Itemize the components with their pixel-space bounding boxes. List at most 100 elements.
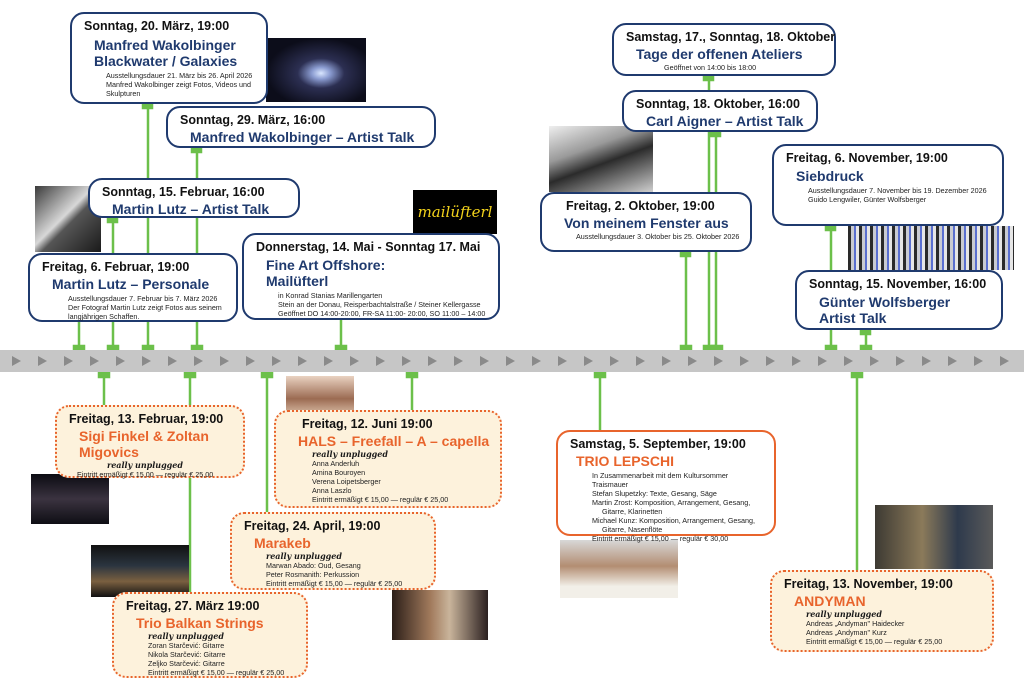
event-detail: Eintritt ermäßigt € 15,00 — regulär € 25… [266, 579, 403, 588]
timeline-arrow-icon [194, 356, 203, 366]
timeline-arrow-icon [896, 356, 905, 366]
event-date: Sonntag, 29. März, 16:00 [180, 113, 326, 127]
event-andyman[interactable]: Freitag, 13. November, 19:00 ANDYMAN rea… [770, 570, 994, 652]
event-date: Freitag, 6. Februar, 19:00 [42, 260, 190, 274]
event-detail: Geöffnet von 14:00 bis 18:00 [664, 63, 757, 72]
event-detail: in Konrad Stanias Marillengarten [278, 291, 383, 300]
event-fenster[interactable]: Freitag, 2. Oktober, 19:00 Von meinem Fe… [540, 192, 752, 252]
musicians-photo [31, 474, 109, 524]
event-wakolbinger-galaxies[interactable]: Sonntag, 20. März, 19:00 Manfred Wakolbi… [70, 12, 268, 104]
timeline-arrow-icon [532, 356, 541, 366]
event-detail: Gitarre, Klarinetten [592, 507, 663, 516]
event-siebdruck[interactable]: Freitag, 6. November, 19:00 Siebdruck Au… [772, 144, 1004, 226]
timeline-arrow-icon [480, 356, 489, 366]
event-detail: In Zusammenarbeit mit dem Kultursommer T… [592, 471, 729, 489]
event-detail: Gitarre, Nasenflöte [592, 525, 663, 534]
event-date: Sonntag, 15. November, 16:00 [809, 277, 987, 291]
event-marakeb[interactable]: Freitag, 24. April, 19:00 Marakeb really… [230, 512, 436, 590]
event-date: Samstag, 5. September, 19:00 [570, 437, 746, 451]
event-date: Freitag, 27. März 19:00 [126, 599, 260, 613]
series-label: really unplugged [148, 631, 224, 641]
timeline-arrow-icon [38, 356, 47, 366]
timeline-arrow-icon [90, 356, 99, 366]
timeline-arrow-icon [584, 356, 593, 366]
timeline-arrow-icon [142, 356, 151, 366]
timeline-bar [0, 350, 1024, 372]
timeline-arrow-icon [792, 356, 801, 366]
timeline-arrow-icon [64, 356, 73, 366]
event-hals[interactable]: Freitag, 12. Juni 19:00 HALS – Freefall … [274, 410, 502, 508]
event-detail: Verena Loipetsberger [312, 477, 381, 486]
timeline-arrow-icon [974, 356, 983, 366]
event-aigner-talk[interactable]: Sonntag, 18. Oktober, 16:00 Carl Aigner … [622, 90, 818, 132]
timeline-arrow-icon [402, 356, 411, 366]
event-detail: Geöffnet DO 14:00-20:00, FR-SA 11:00- 20… [278, 309, 486, 318]
event-lutz-talk[interactable]: Sonntag, 15. Februar, 16:00 Martin Lutz … [88, 178, 300, 218]
event-title: Marakeb [254, 535, 311, 551]
timeline-arrow-icon [12, 356, 21, 366]
event-detail: Amina Bouroyen [312, 468, 366, 477]
andyman-photo [875, 505, 993, 569]
timeline-arrow-icon [428, 356, 437, 366]
timeline-arrow-icon [454, 356, 463, 366]
timeline-arrow-icon [740, 356, 749, 366]
series-label: really unplugged [107, 460, 183, 470]
event-wolfsberger-talk[interactable]: Sonntag, 15. November, 16:00 Günter Wolf… [795, 270, 1003, 330]
event-title: Carl Aigner – Artist Talk [646, 113, 804, 129]
mailuefterl-logo-text: mailüfterl [417, 203, 493, 221]
event-detail: Manfred Wakolbinger zeigt Fotos, Videos … [106, 80, 252, 89]
event-detail: Ausstellungsdauer 21. März bis 26. April… [106, 71, 253, 80]
event-balkan-strings[interactable]: Freitag, 27. März 19:00 Trio Balkan Stri… [112, 592, 308, 678]
event-title: Blackwater / Galaxies [94, 53, 238, 69]
timeline-arrow-icon [506, 356, 515, 366]
timeline-arrow-icon [246, 356, 255, 366]
event-date: Freitag, 24. April, 19:00 [244, 519, 381, 533]
event-detail: Stein an der Donau, Reisperbachtalstraße… [278, 300, 481, 309]
event-title: Günter Wolfsberger [819, 294, 951, 310]
event-detail: Eintritt ermäßigt € 15,00 — regulär € 25… [806, 637, 943, 646]
event-detail: Stefan Slupetzky: Texte, Gesang, Säge [592, 489, 717, 498]
event-detail: Ausstellungsdauer 7. November bis 19. De… [808, 186, 987, 195]
timeline-arrow-icon [714, 356, 723, 366]
event-date: Sonntag, 15. Februar, 16:00 [102, 185, 265, 199]
event-detail: Nikola Starčević: Gitarre [148, 650, 226, 659]
timeline-arrow-icon [220, 356, 229, 366]
event-detail: Zoran Starčević: Gitarre [148, 641, 225, 650]
event-title: Migovics [79, 444, 139, 460]
event-fine-art-offshore[interactable]: Donnerstag, 14. Mai - Sonntag 17. Mai Fi… [242, 233, 500, 320]
event-lutz-personale[interactable]: Freitag, 6. Februar, 19:00 Martin Lutz –… [28, 253, 238, 322]
timeline-arrow-icon [350, 356, 359, 366]
event-date: Freitag, 13. Februar, 19:00 [69, 412, 224, 426]
timeline-arrow-icon [272, 356, 281, 366]
event-detail: langjährigen Schaffen. [68, 312, 140, 321]
event-detail: Martin Zrost: Komposition, Arrangement, … [592, 498, 751, 507]
event-title: Fine Art Offshore: [266, 257, 386, 273]
stage-photo [91, 545, 189, 597]
event-title: Artist Talk [819, 310, 887, 326]
event-wakolbinger-talk[interactable]: Sonntag, 29. März, 16:00 Manfred Wakolbi… [166, 106, 436, 148]
event-detail: Zeljko Starčević: Gitarre [148, 659, 225, 668]
event-finkel-migovics[interactable]: Freitag, 13. Februar, 19:00 Sigi Finkel … [55, 405, 245, 479]
siebdruck-photo [848, 226, 1014, 270]
event-detail: Ausstellungsdauer 7. Februar bis 7. März… [68, 294, 218, 303]
event-detail: Eintritt ermäßigt € 15,00 — regulär € 25… [312, 495, 449, 504]
event-date: Samstag, 17., Sonntag, 18. Oktober [626, 30, 836, 44]
timeline-arrow-icon [688, 356, 697, 366]
event-detail: Eintritt ermäßigt € 15,00 — regulär € 25… [148, 668, 285, 677]
event-offene-ateliers[interactable]: Samstag, 17., Sonntag, 18. Oktober Tage … [612, 23, 836, 76]
timeline-arrow-icon [558, 356, 567, 366]
event-trio-lepschi[interactable]: Samstag, 5. September, 19:00 TRIO LEPSCH… [556, 430, 776, 543]
timeline-arrow-icon [766, 356, 775, 366]
window-photo [549, 126, 653, 192]
event-title: Martin Lutz – Personale [52, 276, 210, 292]
event-title: Manfred Wakolbinger – Artist Talk [190, 129, 415, 145]
singers-photo [286, 376, 354, 414]
event-title: ANDYMAN [794, 593, 866, 609]
event-date: Freitag, 13. November, 19:00 [784, 577, 953, 591]
timeline-arrow-icon [844, 356, 853, 366]
event-title: Sigi Finkel & Zoltan [79, 428, 209, 444]
event-detail: Peter Rosmanith: Perkussion [266, 570, 360, 579]
timeline-arrow-icon [662, 356, 671, 366]
event-title: TRIO LEPSCHI [576, 453, 675, 469]
timeline-arrow-icon [610, 356, 619, 366]
